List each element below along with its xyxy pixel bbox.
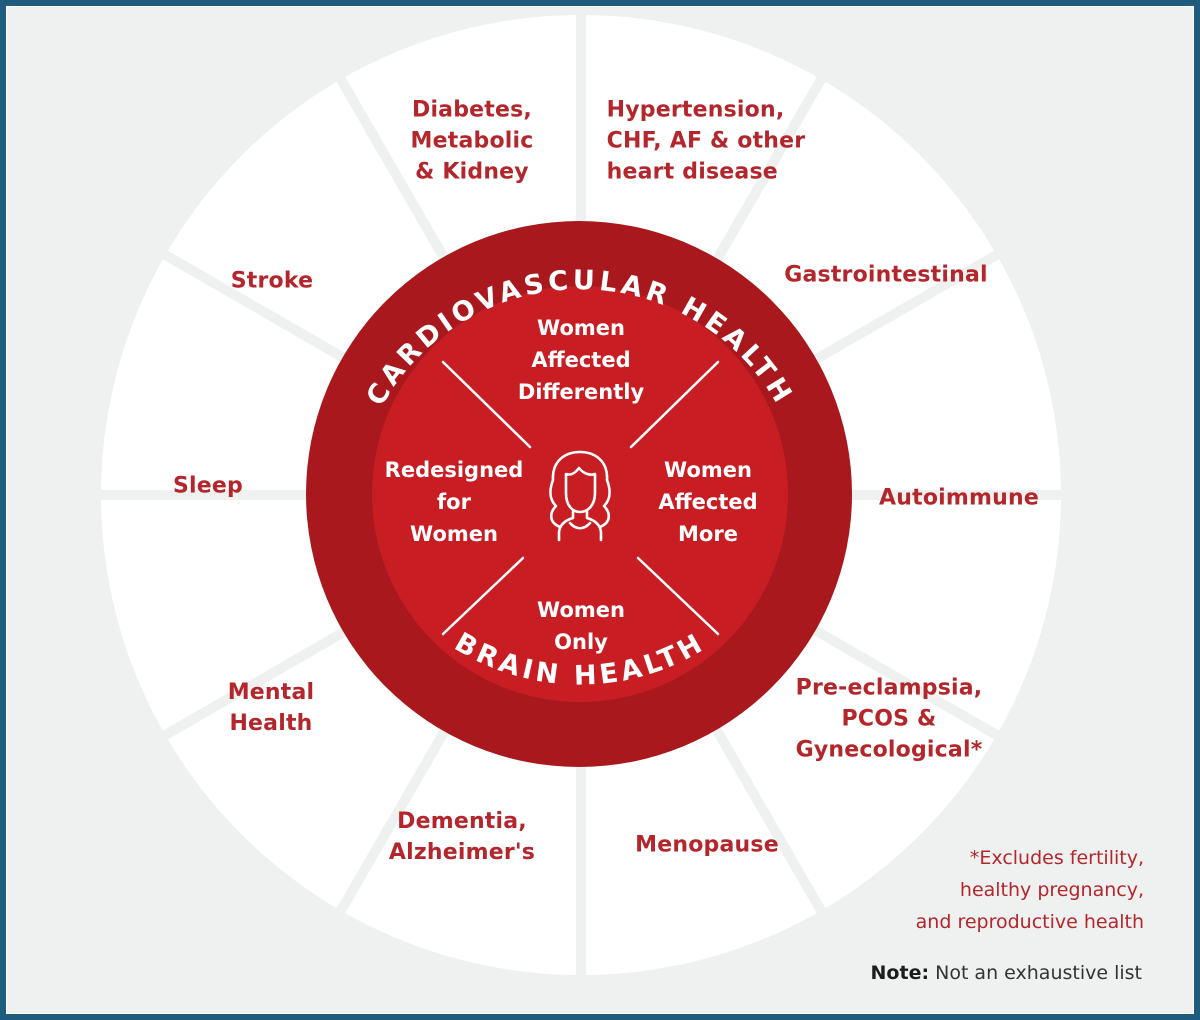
quadrant-bottom-label: Women Only: [537, 598, 625, 654]
segment-stroke: Stroke: [230, 268, 314, 294]
note-text: Not an exhaustive list: [929, 962, 1142, 984]
quadrant-dividers: [441, 360, 720, 636]
segment-hypertension: Hypertension, CHF, AF & other heart dise…: [606, 97, 806, 185]
segment-gastrointestinal: Gastrointestinal: [784, 262, 988, 288]
quadrant-right-label: Women Affected More: [658, 458, 758, 546]
quadrant-left-label: Redesigned for Women: [384, 458, 524, 546]
woman-icon: [549, 450, 611, 542]
segment-menopause: Menopause: [635, 832, 779, 858]
footnote: *Excludes fertility, healthy pregnancy, …: [915, 847, 1144, 933]
segment-dementia: Dementia, Alzheimer's: [388, 809, 536, 865]
quadrant-top-label: Women Affected Differently: [517, 316, 645, 404]
inner-red-disc: [372, 286, 788, 702]
segment-sleep: Sleep: [173, 473, 243, 499]
segment-mental-health: Mental Health: [227, 680, 315, 736]
segment-pre-eclampsia: Pre-eclampsia, PCOS & Gynecological*: [795, 675, 983, 763]
segment-autoimmune: Autoimmune: [879, 485, 1039, 511]
note: Note: Not an exhaustive list: [871, 958, 1142, 988]
segment-diabetes: Diabetes, Metabolic & Kidney: [410, 97, 534, 185]
note-prefix: Note:: [870, 962, 930, 984]
